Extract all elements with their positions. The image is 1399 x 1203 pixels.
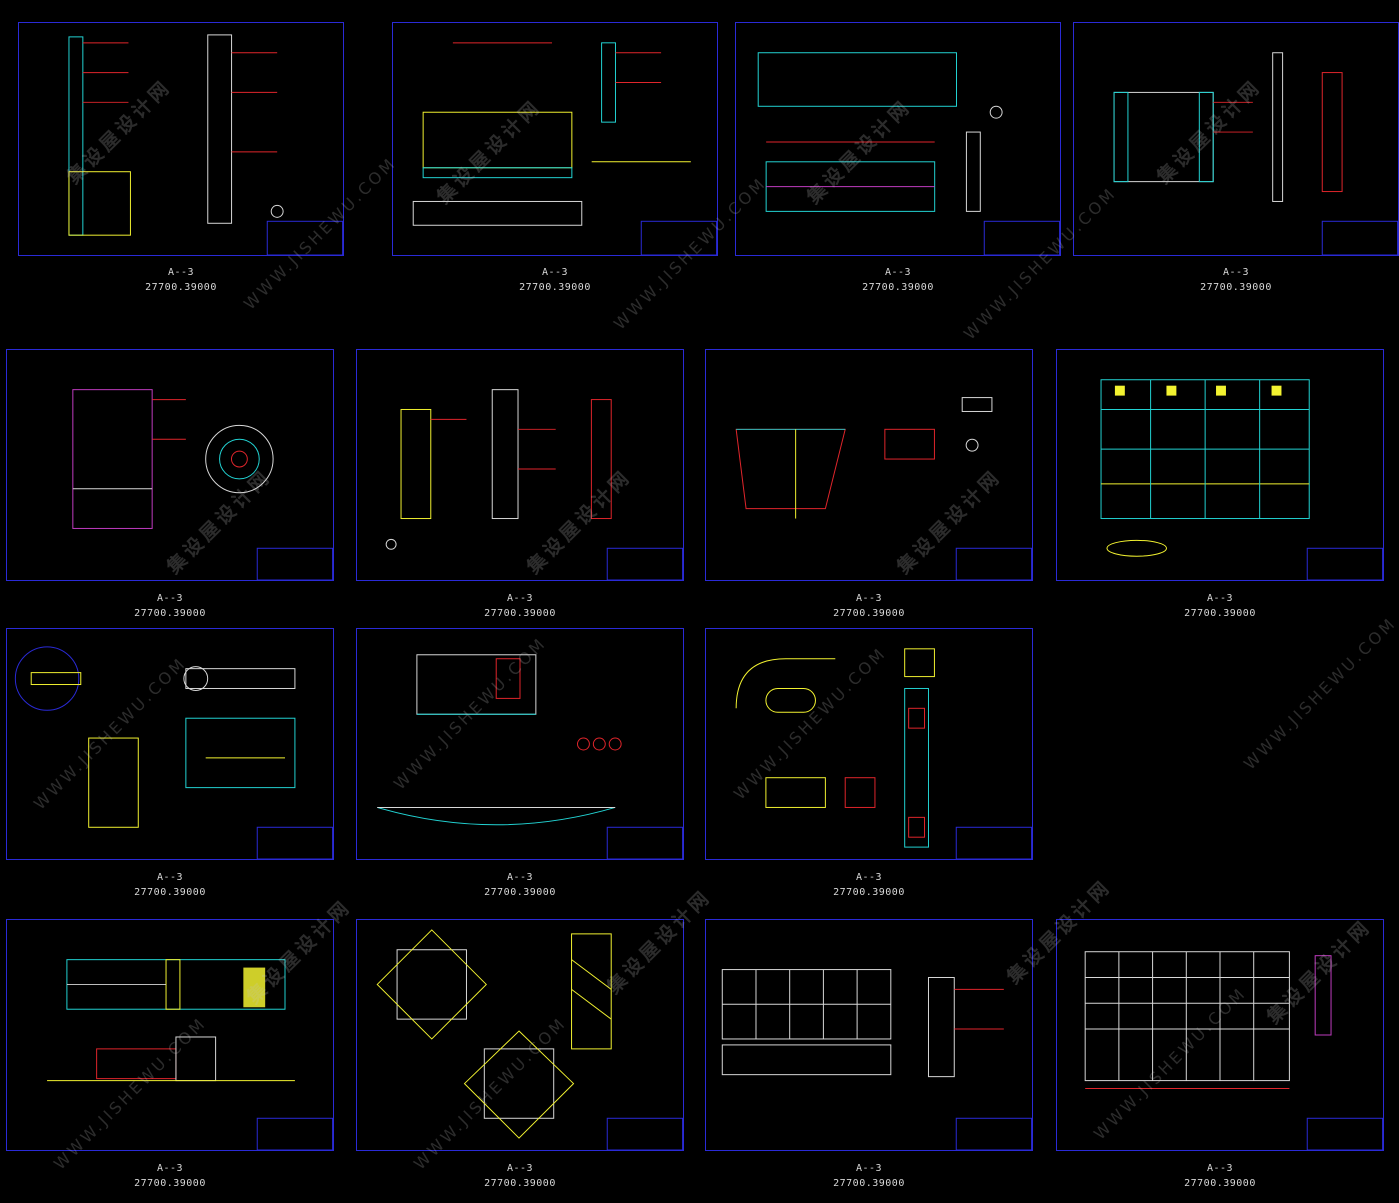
cad-drawing (72, 389, 333, 580)
sheet-size: 27700.39000 (134, 608, 206, 619)
sheet-size: 27700.39000 (862, 282, 934, 293)
sheet-size: 27700.39000 (833, 1178, 905, 1189)
drawing-sheet-1[interactable]: A--3 27700.39000 (18, 22, 344, 294)
cad-drawing (412, 42, 717, 255)
cad-drawing (385, 389, 683, 580)
sheet-size: 27700.39000 (145, 282, 217, 293)
sheet-frame (1056, 919, 1384, 1151)
sheet-size: 27700.39000 (833, 608, 905, 619)
drawing-sheet-13[interactable]: A--3 27700.39000 (356, 919, 684, 1191)
sheet-label: A--3 (884, 267, 912, 278)
drawing-sheet-3[interactable]: A--3 27700.39000 (735, 22, 1061, 294)
cad-drawing (376, 929, 683, 1150)
sheet-frame (356, 919, 684, 1151)
sheet-label: A--3 (855, 593, 883, 604)
sheet-frame (6, 919, 334, 1151)
drawing-sheet-2[interactable]: A--3 27700.39000 (392, 22, 718, 294)
drawing-sheet-9[interactable]: A--3 27700.39000 (6, 628, 334, 900)
sheet-label: A--3 (506, 593, 534, 604)
drawing-sheet-15[interactable]: A--3 27700.39000 (1056, 919, 1384, 1191)
cad-drawing (1113, 52, 1398, 255)
watermark-en: WWW.JISHEWU.COM (1240, 613, 1399, 774)
sheet-size: 27700.39000 (1184, 608, 1256, 619)
sheet-size: 27700.39000 (1200, 282, 1272, 293)
sheet-frame (705, 349, 1033, 581)
sheet-label: A--3 (855, 1163, 883, 1174)
sheet-label: A--3 (506, 872, 534, 883)
sheet-label: A--3 (156, 872, 184, 883)
sheet-frame (735, 22, 1061, 256)
drawing-sheet-10[interactable]: A--3 27700.39000 (356, 628, 684, 900)
sheet-frame (356, 628, 684, 860)
sheet-frame (1056, 349, 1384, 581)
drawing-sheet-4[interactable]: A--3 27700.39000 (1073, 22, 1399, 294)
sheet-frame (6, 628, 334, 860)
drawing-sheet-8[interactable]: A--3 27700.39000 (1056, 349, 1384, 621)
cad-drawing (735, 648, 1032, 859)
drawing-sheet-14[interactable]: A--3 27700.39000 (705, 919, 1033, 1191)
sheet-size: 27700.39000 (519, 282, 591, 293)
sheet-frame (1073, 22, 1399, 256)
drawing-sheet-5[interactable]: A--3 27700.39000 (6, 349, 334, 621)
drawing-sheet-7[interactable]: A--3 27700.39000 (705, 349, 1033, 621)
sheet-frame (392, 22, 718, 256)
sheet-label: A--3 (506, 1163, 534, 1174)
cad-drawing (377, 654, 683, 859)
sheet-label: A--3 (1206, 593, 1234, 604)
sheet-label: A--3 (156, 1163, 184, 1174)
cad-drawing (14, 646, 333, 859)
cad-drawing (47, 959, 333, 1150)
cad-drawing (1100, 379, 1383, 580)
sheet-frame (705, 628, 1033, 860)
cad-drawing (757, 52, 1060, 255)
cad-drawing (1084, 951, 1383, 1150)
sheet-label: A--3 (156, 593, 184, 604)
sheet-size: 27700.39000 (484, 608, 556, 619)
drawing-sheet-12[interactable]: A--3 27700.39000 (6, 919, 334, 1191)
sheet-frame (705, 919, 1033, 1151)
sheet-size: 27700.39000 (134, 1178, 206, 1189)
sheet-frame (18, 22, 344, 256)
drawing-sheet-6[interactable]: A--3 27700.39000 (356, 349, 684, 621)
cad-drawing (721, 969, 1032, 1150)
cad-drawing (735, 397, 1032, 580)
cad-drawing (68, 34, 343, 255)
sheet-frame (6, 349, 334, 581)
sheet-label: A--3 (167, 267, 195, 278)
sheet-label: A--3 (1222, 267, 1250, 278)
sheet-size: 27700.39000 (833, 887, 905, 898)
sheet-size: 27700.39000 (1184, 1178, 1256, 1189)
sheet-label: A--3 (855, 872, 883, 883)
sheet-size: 27700.39000 (484, 887, 556, 898)
drawing-sheet-11[interactable]: A--3 27700.39000 (705, 628, 1033, 900)
sheet-size: 27700.39000 (134, 887, 206, 898)
sheet-size: 27700.39000 (484, 1178, 556, 1189)
sheet-label: A--3 (541, 267, 569, 278)
sheet-frame (356, 349, 684, 581)
sheet-label: A--3 (1206, 1163, 1234, 1174)
